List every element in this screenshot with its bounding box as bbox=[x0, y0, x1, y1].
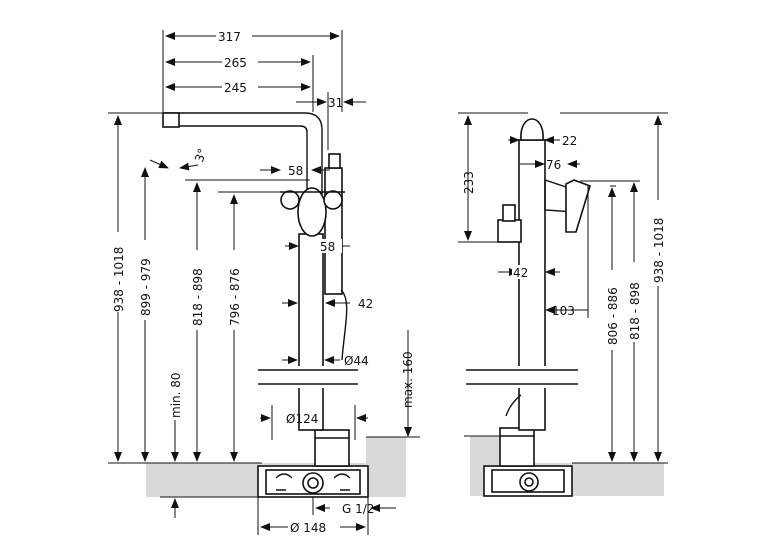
dim-899-979: 899 - 979 bbox=[139, 258, 153, 316]
dim-g-half-inch: G 1/2 bbox=[342, 502, 374, 516]
front-view: 317 265 245 31 3° 58 58 42 Ø44 max. 160 bbox=[108, 29, 420, 535]
dim-245: 245 bbox=[224, 81, 247, 95]
dim-938-1018-side: 938 - 1018 bbox=[652, 218, 666, 283]
dim-265: 265 bbox=[224, 56, 247, 70]
lever-handle bbox=[280, 187, 345, 237]
mounting-base bbox=[314, 429, 350, 467]
concealed-box bbox=[257, 465, 369, 498]
dim-diameter-44: Ø44 bbox=[344, 354, 369, 368]
dim-22: 22 bbox=[562, 134, 577, 148]
side-view: 233 22 76 42 103 806 - 886 818 - 898 938… bbox=[458, 112, 668, 497]
dim-42-side: 42 bbox=[513, 266, 528, 280]
side-mounting-base bbox=[499, 427, 535, 467]
dim-diameter-124: Ø124 bbox=[286, 412, 318, 426]
floor-section-right bbox=[366, 437, 406, 497]
dim-796-876: 796 - 876 bbox=[228, 268, 242, 326]
dim-818-898-front: 818 - 898 bbox=[191, 268, 205, 326]
dim-3-degrees: 3° bbox=[192, 147, 210, 165]
dim-818-898-side: 818 - 898 bbox=[628, 282, 642, 340]
floor-section-left bbox=[146, 463, 262, 497]
dim-diameter-148: Ø 148 bbox=[290, 521, 326, 535]
dim-58-lower: 58 bbox=[320, 240, 335, 254]
floor-section-side-right bbox=[572, 463, 664, 496]
dim-103: 103 bbox=[552, 304, 575, 318]
dim-42-front: 42 bbox=[358, 297, 373, 311]
dim-233: 233 bbox=[462, 171, 476, 194]
dim-max-160: max. 160 bbox=[401, 351, 415, 408]
dim-806-886: 806 - 886 bbox=[606, 287, 620, 345]
dim-317: 317 bbox=[218, 30, 241, 44]
dim-76: 76 bbox=[546, 158, 561, 172]
side-concealed-box bbox=[483, 465, 573, 497]
dim-min-80: min. 80 bbox=[169, 372, 183, 418]
dim-938-1018-front: 938 - 1018 bbox=[112, 247, 126, 312]
spout bbox=[163, 112, 323, 201]
dim-58-upper: 58 bbox=[288, 164, 303, 178]
dim-31: 31 bbox=[328, 96, 343, 110]
